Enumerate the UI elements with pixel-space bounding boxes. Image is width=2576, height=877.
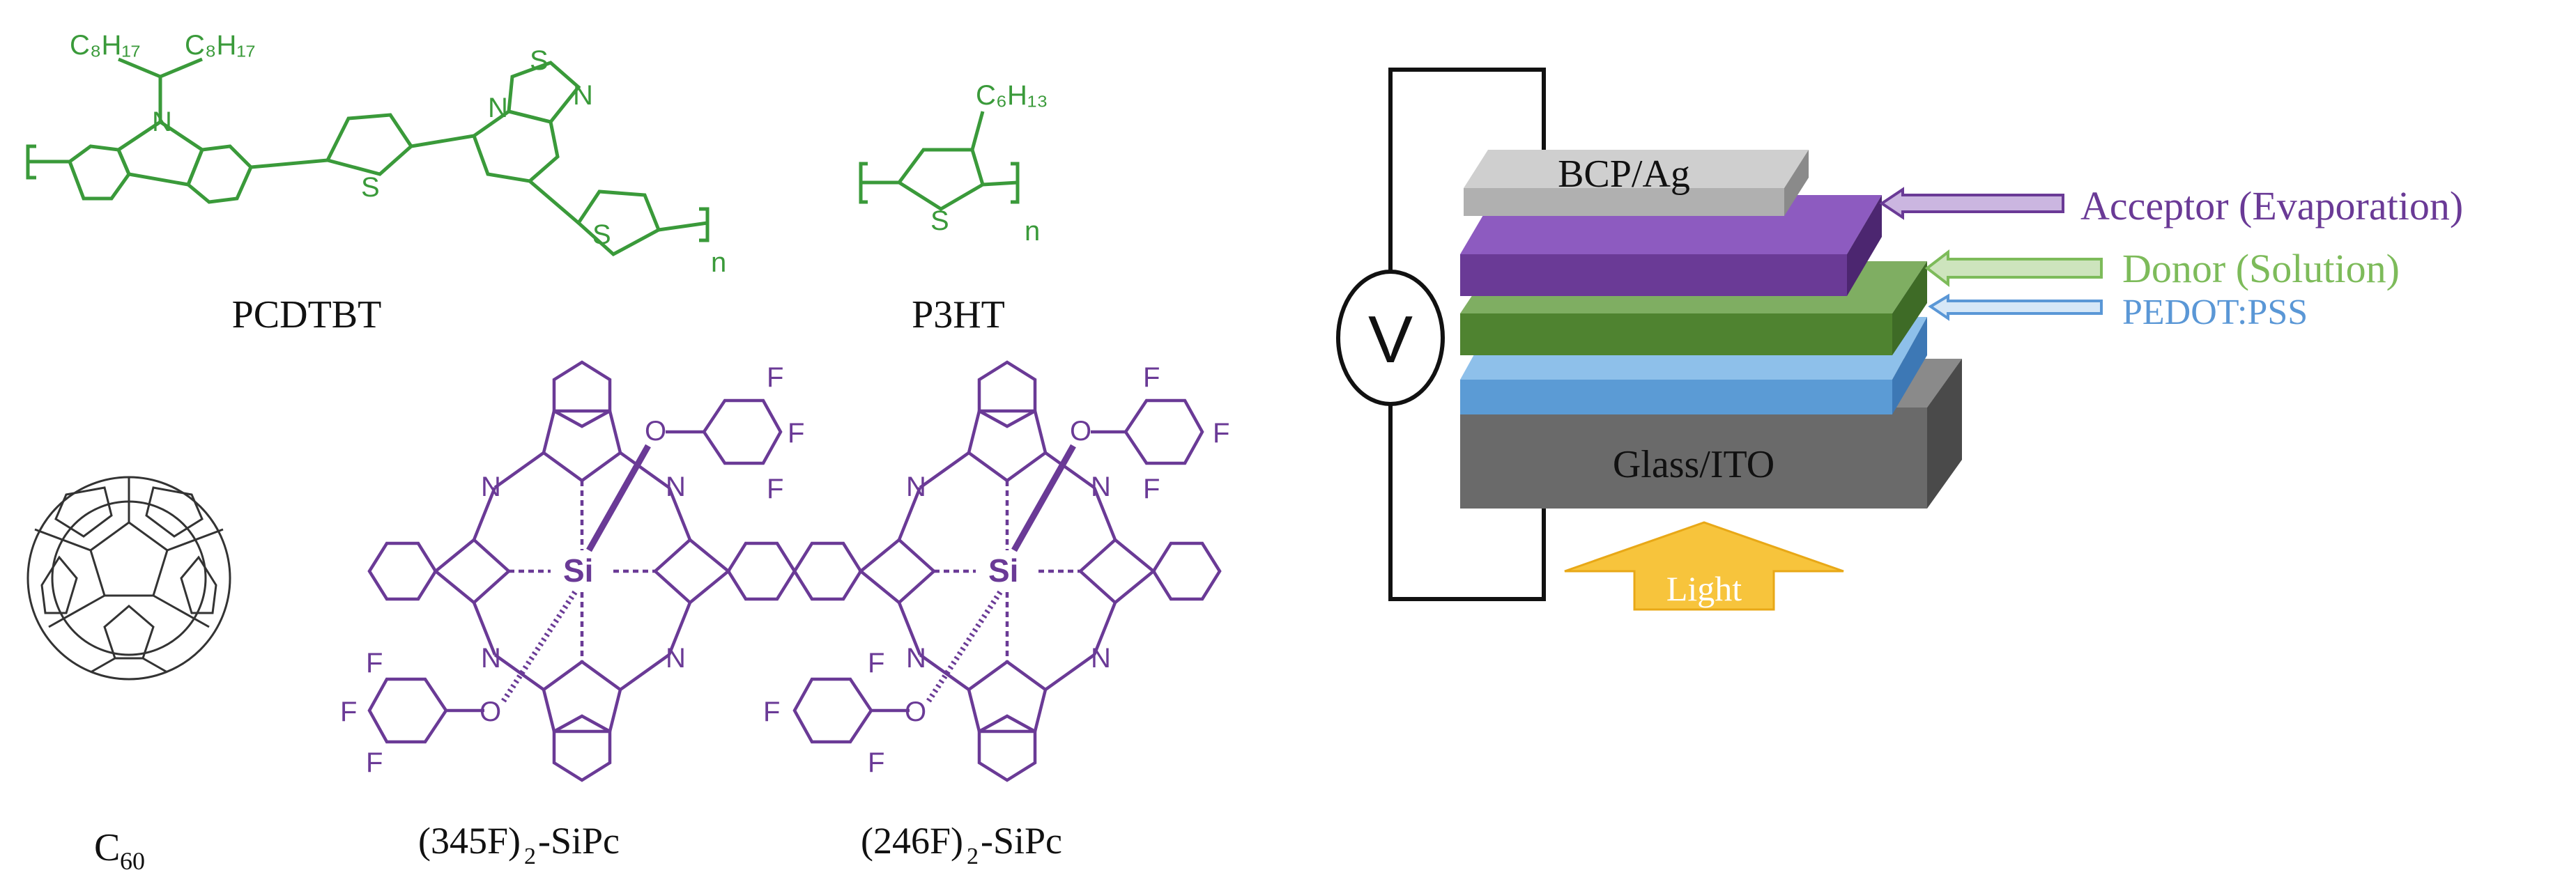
sipc345-fluorine-1: F — [767, 362, 783, 393]
sipc345-name-prefix: (345F) — [418, 820, 521, 862]
pcdtbt-nitrogen: N — [152, 107, 172, 137]
sipc345-name-suffix: -SiPc — [538, 820, 620, 862]
sipc345-fluorine-2: F — [788, 418, 804, 449]
donor-label: Donor (Solution) — [2122, 246, 2400, 291]
sipc246-nitrogen-2: N — [1091, 472, 1111, 502]
sipc345-fluorine-4: F — [366, 648, 383, 678]
sipc246-nitrogen-4: N — [1091, 643, 1111, 674]
sipc246-name-prefix: (246F) — [861, 820, 963, 862]
sipc345-atom-labels: Si O O F F F F F F N N N N — [340, 362, 804, 778]
p3ht-name: P3HT — [912, 293, 1005, 336]
sipc345-fluorine-6: F — [366, 747, 383, 778]
pcdtbt-sulfur-1: S — [361, 172, 380, 203]
acceptor-arrow: Acceptor (Evaporation) — [1879, 183, 2463, 228]
sipc246-oxygen-bottom: O — [905, 697, 926, 727]
pcdtbt-sidechain-right: C₈H₁₇ — [185, 30, 256, 61]
device-diagram: V Glass/ITO — [1336, 68, 2463, 611]
sipc246-nitrogen-1: N — [906, 472, 926, 502]
sipc246-fluorine-6: F — [868, 747, 884, 778]
voltmeter: V — [1336, 270, 1445, 406]
sipc246-silicon: Si — [988, 552, 1018, 589]
c60-name-base: C — [94, 826, 120, 869]
sipc345-structure — [367, 360, 797, 782]
p3ht-repeat-n: n — [1025, 216, 1040, 247]
sipc345-oxygen-bottom: O — [480, 697, 501, 727]
donor-arrow: Donor (Solution) — [1924, 246, 2400, 291]
pcdtbt-sidechain-left: C₈H₁₇ — [70, 30, 141, 61]
sipc246-name-sub: 2 — [967, 844, 979, 869]
layer-label-glass-ito: Glass/ITO — [1613, 443, 1774, 486]
pcdtbt-structure — [26, 57, 710, 257]
acceptor-label: Acceptor (Evaporation) — [2080, 183, 2463, 228]
sipc246-name-suffix: -SiPc — [981, 820, 1062, 862]
sipc345-nitrogen-4: N — [666, 643, 686, 674]
c60-structure — [26, 476, 231, 681]
c60-name-subscript: 60 — [120, 847, 145, 875]
pedot-label: PEDOT:PSS — [2122, 293, 2308, 332]
pcdtbt-repeat-n: n — [711, 247, 726, 278]
sipc246-atom-labels: Si O O F F F F F F N N N N — [763, 362, 1229, 778]
sipc345-nitrogen-1: N — [481, 472, 501, 502]
layer-bcp-ag: BCP/Ag — [1464, 150, 1809, 216]
sipc345-fluorine-3: F — [767, 474, 783, 504]
sipc345-fluorine-5: F — [340, 697, 357, 727]
p3ht-sulfur: S — [930, 205, 949, 236]
sipc246-fluorine-1: F — [1143, 362, 1160, 393]
sipc246-name: (246F) 2 -SiPc — [861, 820, 1062, 869]
voltmeter-circle — [1336, 270, 1445, 406]
p3ht-sidechain: C₆H₁₃ — [976, 80, 1048, 111]
sipc345-nitrogen-2: N — [666, 472, 686, 502]
pcdtbt-atom-labels: C₈H₁₇ C₈H₁₇ N S N S N S n — [70, 30, 726, 278]
pcdtbt-nitrogen-2: N — [573, 80, 593, 111]
c60-name: C 60 — [94, 826, 145, 875]
pcdtbt-sulfur-2: S — [530, 45, 549, 76]
sipc345-name: (345F) 2 -SiPc — [418, 820, 620, 869]
sipc246-nitrogen-3: N — [906, 643, 926, 674]
voltmeter-label: V — [1368, 302, 1413, 377]
pcdtbt-name: PCDTBT — [232, 293, 382, 336]
pcdtbt-sulfur-3: S — [592, 219, 611, 250]
sipc246-structure — [792, 360, 1222, 782]
sipc345-oxygen-top: O — [645, 416, 666, 447]
sipc246-fluorine-3: F — [1143, 474, 1160, 504]
sipc246-oxygen-top: O — [1070, 416, 1091, 447]
sipc246-fluorine-2: F — [1213, 418, 1229, 449]
sipc345-name-sub: 2 — [524, 844, 536, 869]
layer-label-bcp-ag: BCP/Ag — [1558, 153, 1690, 196]
p3ht-structure — [859, 111, 1020, 211]
light-arrow: Light — [1564, 521, 1844, 611]
sipc345-silicon: Si — [563, 552, 593, 589]
p3ht-atom-labels: C₆H₁₃ S n — [930, 80, 1048, 247]
pedot-arrow: PEDOT:PSS — [1928, 293, 2308, 332]
light-label: Light — [1666, 569, 1742, 608]
sipc345-nitrogen-3: N — [481, 643, 501, 674]
sipc246-fluorine-5: F — [763, 697, 780, 727]
sipc246-fluorine-4: F — [868, 648, 884, 678]
pcdtbt-nitrogen-1: N — [488, 93, 508, 123]
